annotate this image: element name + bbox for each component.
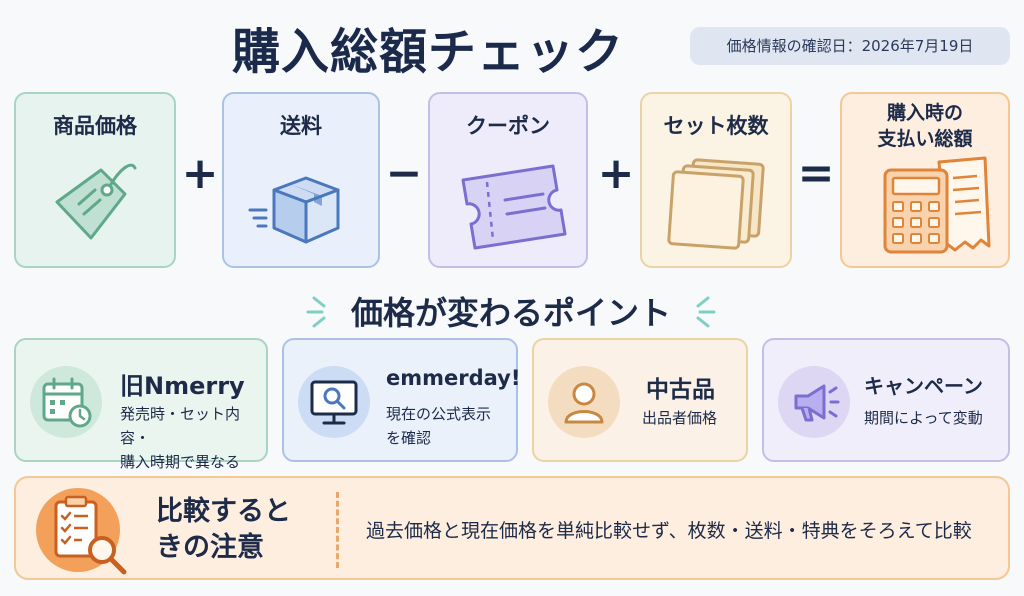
points-heading: 価格が変わるポイント [350,294,671,332]
point-title: キャンペーン [864,374,983,398]
page-title: 購入総額チェック [232,24,625,80]
equals-operator: = [797,148,835,199]
card-label: セット枚数 [663,114,769,138]
point-card-emmerday: emmerday! 現在の公式表示 を確認 [282,338,521,462]
stacked-cards-icon [642,152,790,262]
point-card-old-nmerry: 旧Nmerry 発売時・セット内容・ 購入時期で異なる [14,338,268,471]
plus-operator: + [597,148,635,199]
sparkle-left-icon [306,296,326,328]
point-desc: 発売時・セット内容・ 購入時期で異なる [120,405,241,471]
monitor-search-icon [298,366,370,438]
point-title: 中古品 [646,377,715,403]
card-label: 商品価格 [53,114,137,138]
section-heading: 価格が変わるポイント [296,284,726,340]
person-icon [548,366,620,438]
plus-operator: + [181,148,219,199]
coupon-ticket-icon [430,152,586,262]
card-label: クーポン [466,114,550,138]
card-set-count: セット枚数 [640,92,792,268]
total-label-line1: 購入時の 支払い総額 [877,102,973,150]
point-desc: 期間によって変動 [864,409,983,427]
point-card-used: 中古品 出品者価格 [532,338,748,462]
card-shipping: 送料 [222,92,380,268]
date-badge: 価格情報の確認日：2026年7月19日 [690,27,1010,65]
comparison-note: 比較すると きの注意 過去価格と現在価格を単純比較せず、枚数・送料・特典をそろえ… [14,476,1010,580]
point-title: 旧Nmerry [120,372,245,400]
calendar-clock-icon [30,366,102,438]
card-coupon: クーポン [428,92,588,268]
point-desc: 出品者価格 [642,409,718,427]
point-desc: 現在の公式表示 を確認 [386,405,492,447]
card-label: 購入時の 支払い総額 [842,100,1008,152]
note-text: 過去価格と現在価格を単純比較せず、枚数・送料・特典をそろえて比較 [366,520,972,542]
note-divider [336,492,339,568]
megaphone-icon [778,366,850,438]
card-product-price: 商品価格 [14,92,176,268]
calculator-receipt-icon [842,156,1008,266]
note-title: 比較すると きの注意 [156,496,291,563]
card-total: 購入時の 支払い総額 [840,92,1010,268]
clipboard-search-icon [36,488,127,575]
point-title: emmerday! [386,366,521,390]
point-card-campaign: キャンペーン 期間によって変動 [762,338,1010,462]
sparkle-right-icon [696,296,716,328]
price-tag-icon [16,152,174,262]
minus-operator: − [385,148,423,199]
card-label: 送料 [280,114,322,138]
shipping-box-icon [224,152,378,262]
